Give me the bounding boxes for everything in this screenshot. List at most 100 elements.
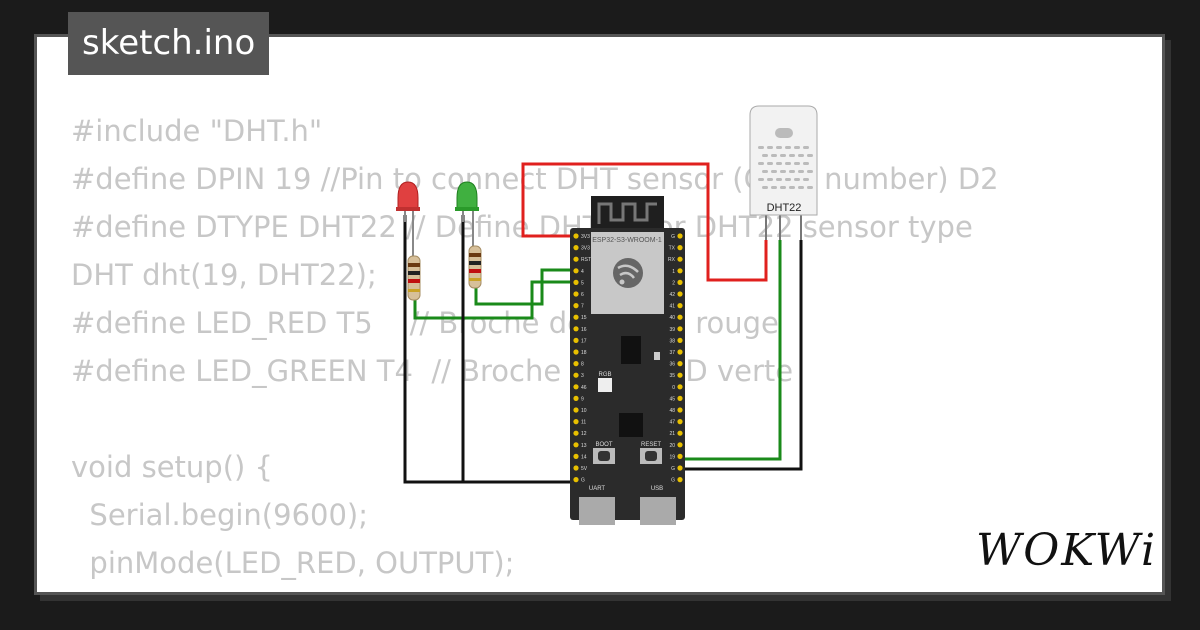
header-pin[interactable] <box>677 361 683 367</box>
espressif-logo-icon <box>613 258 643 288</box>
header-pin[interactable] <box>573 256 579 262</box>
wokwi-logo: WOKWi <box>976 525 1158 576</box>
header-pin[interactable] <box>573 361 579 367</box>
header-pin[interactable] <box>677 256 683 262</box>
header-pin[interactable] <box>573 326 579 332</box>
header-pin[interactable] <box>573 395 579 401</box>
header-pin[interactable] <box>573 279 579 285</box>
usb-port[interactable] <box>640 497 676 525</box>
pin-label: 36 <box>669 362 675 368</box>
pin-label: 40 <box>669 315 675 321</box>
header-pin[interactable] <box>677 233 683 239</box>
sensor-vent <box>776 178 782 181</box>
header-pin[interactable] <box>573 372 579 378</box>
sensor-vent <box>767 178 773 181</box>
header-pin[interactable] <box>573 419 579 425</box>
resistor-red-led[interactable] <box>407 255 421 301</box>
sensor-vent <box>803 162 809 165</box>
pin-label: 19 <box>669 454 675 460</box>
sensor-vent <box>758 162 764 165</box>
header-pin[interactable] <box>677 303 683 309</box>
sensor-vent <box>780 154 786 157</box>
header-pin[interactable] <box>677 349 683 355</box>
sensor-vent <box>798 154 804 157</box>
file-tab[interactable]: sketch.ino <box>68 12 270 75</box>
boot-label: BOOT <box>595 442 612 448</box>
pin-label: 38 <box>669 338 675 344</box>
header-pin[interactable] <box>677 372 683 378</box>
sensor-vent <box>789 170 795 173</box>
pin-label: 20 <box>669 443 675 449</box>
header-pin[interactable] <box>677 442 683 448</box>
pin-label: 11 <box>581 420 586 426</box>
dht22-sensor[interactable]: DHT22 <box>749 105 818 240</box>
header-pin[interactable] <box>573 233 579 239</box>
header-pin[interactable] <box>677 419 683 425</box>
uart-port[interactable] <box>579 497 615 525</box>
red-wire <box>521 162 768 282</box>
header-pin[interactable] <box>573 407 579 413</box>
sensor-vent <box>780 170 786 173</box>
rgb-label: RGB <box>598 372 611 378</box>
sensor-vent <box>807 154 813 157</box>
header-pin[interactable] <box>573 314 579 320</box>
sensor-vent <box>789 154 795 157</box>
header-pin[interactable] <box>573 291 579 297</box>
green-led[interactable] <box>455 181 479 246</box>
pin-label: 42 <box>669 292 675 298</box>
sensor-vent <box>762 170 768 173</box>
pin-label: 5 <box>581 280 584 286</box>
sensor-vent <box>771 186 777 189</box>
header-pin[interactable] <box>677 279 683 285</box>
header-pin[interactable] <box>677 291 683 297</box>
pin-label: 14 <box>581 454 587 460</box>
header-pin[interactable] <box>573 349 579 355</box>
pin-label: TX <box>669 246 676 252</box>
header-pin[interactable] <box>573 465 579 471</box>
header-pin[interactable] <box>677 337 683 343</box>
header-pin[interactable] <box>677 430 683 436</box>
header-pin[interactable] <box>573 384 579 390</box>
header-pin[interactable] <box>573 453 579 459</box>
module-label: ESP32-S3-WROOM-1 <box>592 237 662 244</box>
header-pin[interactable] <box>677 407 683 413</box>
reset-button[interactable] <box>640 448 662 464</box>
header-pin[interactable] <box>573 442 579 448</box>
sensor-vent <box>794 146 800 149</box>
header-pin[interactable] <box>677 245 683 251</box>
smd-component <box>654 352 660 360</box>
pin-label: 3 <box>581 373 584 379</box>
header-pin[interactable] <box>677 326 683 332</box>
header-pin[interactable] <box>573 477 579 483</box>
header-pin[interactable] <box>573 430 579 436</box>
pin-label: 4 <box>581 269 584 275</box>
resistor-green-led[interactable] <box>468 245 482 289</box>
sensor-vent <box>758 178 764 181</box>
pin-label: 18 <box>581 350 587 356</box>
code-line: void setup() { <box>71 450 273 484</box>
header-pin[interactable] <box>677 477 683 483</box>
boot-button[interactable] <box>593 448 615 464</box>
pin-label: G <box>671 234 675 240</box>
pin-label: G <box>671 478 675 484</box>
header-pin[interactable] <box>677 465 683 471</box>
green-wire-green-led <box>474 268 578 306</box>
header-pin[interactable] <box>677 384 683 390</box>
header-pin[interactable] <box>677 453 683 459</box>
sensor-vent <box>794 162 800 165</box>
red-led[interactable] <box>396 181 420 256</box>
header-pin[interactable] <box>677 314 683 320</box>
pin-label: 16 <box>581 327 587 333</box>
header-pin[interactable] <box>573 337 579 343</box>
header-pin[interactable] <box>573 268 579 274</box>
header-pin[interactable] <box>677 268 683 274</box>
esp32-s3-board[interactable]: ESP32-S3-WROOM-1 RGB BOOT RESET UART USB… <box>570 196 685 525</box>
header-pin[interactable] <box>573 245 579 251</box>
header-pin[interactable] <box>573 303 579 309</box>
sensor-vent <box>807 186 813 189</box>
header-pin[interactable] <box>677 395 683 401</box>
uart-label: UART <box>589 486 606 492</box>
sensor-vent <box>776 162 782 165</box>
mount-hole <box>775 128 793 138</box>
chip-small <box>621 336 641 364</box>
